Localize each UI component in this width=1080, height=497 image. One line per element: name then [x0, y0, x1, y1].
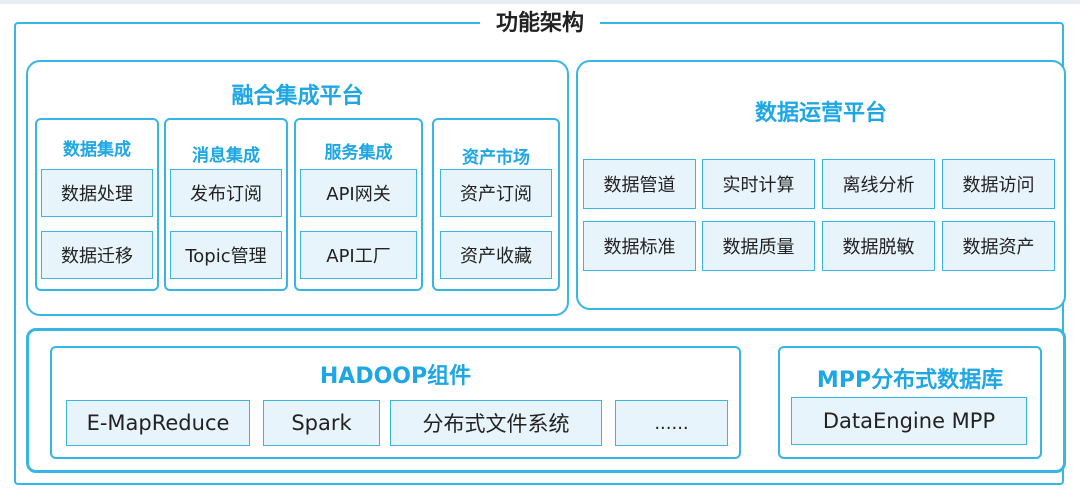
data-quality-box: 数据质量	[702, 221, 815, 271]
data-pipeline-box: 数据管道	[583, 159, 696, 209]
realtime-compute-box: 实时计算	[702, 159, 815, 209]
data-masking-box: 数据脱敏	[822, 221, 935, 271]
service-integration-title: 服务集成	[324, 143, 393, 163]
offline-analysis-box: 离线分析	[822, 159, 935, 209]
data-access-box: 数据访问	[942, 159, 1055, 209]
top-strip	[0, 0, 1080, 4]
publish-subscribe-box: 发布订阅	[170, 169, 282, 217]
diagram-title: 功能架构	[480, 8, 600, 40]
api-factory-box: API工厂	[300, 231, 417, 279]
asset-market-title: 资产市场	[462, 148, 530, 168]
hadoop-title: HADOOP组件	[319, 364, 472, 389]
spark-box: Spark	[263, 400, 380, 446]
data-standard-box: 数据标准	[583, 221, 696, 271]
asset-favorites-box: 资产收藏	[440, 231, 552, 279]
data-assets-box: 数据资产	[942, 221, 1055, 271]
operations-platform-title: 数据运营平台	[754, 101, 887, 126]
data-migration-box: 数据迁移	[41, 231, 153, 279]
dataengine-mpp-box: DataEngine MPP	[791, 397, 1027, 445]
data-processing-box: 数据处理	[41, 169, 153, 217]
asset-subscribe-box: 资产订阅	[440, 169, 552, 217]
api-gateway-box: API网关	[300, 169, 417, 217]
more-components-box: ......	[615, 400, 728, 446]
distributed-filesystem-box: 分布式文件系统	[390, 400, 602, 446]
data-integration-title: 数据集成	[63, 140, 131, 160]
integration-platform-title: 融合集成平台	[231, 84, 364, 109]
message-integration-title: 消息集成	[192, 146, 260, 166]
emapreduce-box: E-MapReduce	[66, 400, 250, 446]
topic-management-box: Topic管理	[170, 231, 282, 279]
mpp-title: MPP分布式数据库	[816, 368, 1004, 393]
